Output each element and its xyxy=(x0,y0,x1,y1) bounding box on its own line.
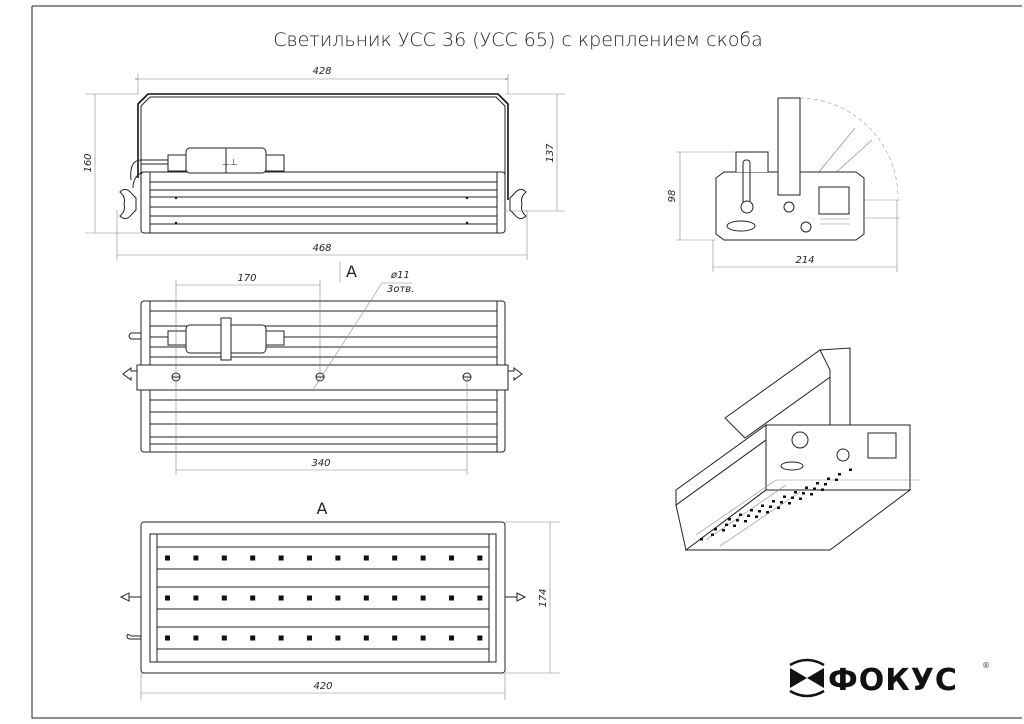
led xyxy=(477,595,483,601)
dim-428: 428 xyxy=(312,66,331,77)
iso-led xyxy=(736,519,739,522)
led xyxy=(363,595,369,601)
led xyxy=(221,555,227,561)
iso-led xyxy=(813,487,816,490)
led xyxy=(449,635,454,641)
dim-98: 98 xyxy=(667,190,678,203)
iso-led xyxy=(835,478,838,481)
led xyxy=(392,635,398,641)
led xyxy=(307,635,312,641)
iso-led xyxy=(816,482,819,485)
iso-led xyxy=(725,523,728,526)
led xyxy=(420,555,426,561)
dim-468: 468 xyxy=(312,243,331,254)
side-view: 98 214 xyxy=(667,97,900,272)
led xyxy=(250,555,256,561)
dim-340: 340 xyxy=(311,458,330,469)
iso-led xyxy=(761,504,764,507)
led xyxy=(307,595,312,601)
drawing-frame xyxy=(31,5,1022,719)
iso-led xyxy=(821,488,824,491)
iso-led xyxy=(750,509,753,512)
iso-led xyxy=(810,493,813,496)
iso-led xyxy=(714,528,717,531)
led xyxy=(193,595,199,601)
led xyxy=(250,635,256,641)
section-marker-a: A xyxy=(346,262,357,281)
isometric-view xyxy=(675,347,920,551)
iso-led-dots xyxy=(700,468,852,541)
dim-174: 174 xyxy=(538,588,549,607)
logo-text: ФОКУС xyxy=(828,663,958,698)
dim-420: 420 xyxy=(313,681,332,692)
led xyxy=(165,595,170,601)
led xyxy=(363,555,369,561)
led xyxy=(278,595,284,601)
led xyxy=(420,595,426,601)
led xyxy=(335,595,341,601)
led-grid xyxy=(165,555,483,641)
iso-led xyxy=(700,538,703,541)
iso-led xyxy=(827,477,830,480)
iso-led xyxy=(747,514,750,517)
front-view: ⊥⊥ 428 468 160 137 xyxy=(83,66,565,260)
led xyxy=(335,555,341,561)
led xyxy=(363,635,369,641)
iso-led xyxy=(849,468,852,471)
led xyxy=(477,555,483,561)
iso-led xyxy=(838,473,841,476)
iso-led xyxy=(772,500,775,503)
iso-led xyxy=(769,505,772,508)
iso-led xyxy=(788,502,791,505)
view-a-label: A xyxy=(317,499,328,518)
led xyxy=(392,555,398,561)
iso-led xyxy=(722,529,725,532)
led xyxy=(278,555,284,561)
iso-led xyxy=(802,492,805,495)
iso-led xyxy=(783,495,786,498)
iso-led xyxy=(733,524,736,527)
led xyxy=(193,635,199,641)
iso-led xyxy=(824,483,827,486)
iso-led xyxy=(728,518,731,521)
dim-214: 214 xyxy=(795,255,814,266)
iso-led xyxy=(766,511,769,514)
registered-mark: ® xyxy=(982,661,990,670)
led xyxy=(335,635,341,641)
iso-led xyxy=(799,497,802,500)
hole-diameter-note: ø11 xyxy=(390,270,410,281)
iso-led xyxy=(794,491,797,494)
dim-137: 137 xyxy=(545,143,556,163)
iso-led xyxy=(791,496,794,499)
iso-led xyxy=(711,533,714,536)
drawing-title: Светильник УСС 36 (УСС 65) с креплением … xyxy=(273,29,763,51)
iso-led xyxy=(780,501,783,504)
dim-170: 170 xyxy=(237,273,256,284)
led xyxy=(165,555,170,561)
svg-text:⊥⊥: ⊥⊥ xyxy=(222,158,238,168)
led xyxy=(165,635,170,641)
led xyxy=(420,635,426,641)
view-a: A 420 174 xyxy=(119,499,560,700)
iso-led xyxy=(739,513,742,516)
led xyxy=(449,555,454,561)
led xyxy=(221,595,227,601)
led xyxy=(193,555,199,561)
led xyxy=(392,595,398,601)
led xyxy=(250,595,256,601)
led xyxy=(307,555,312,561)
top-view: A 170 340 ø11 3отв. xyxy=(122,262,523,475)
iso-led xyxy=(758,510,761,513)
led xyxy=(477,635,483,641)
led xyxy=(221,635,227,641)
hole-count-note: 3отв. xyxy=(387,284,414,295)
iso-led xyxy=(805,486,808,489)
focus-logo: ФОКУС ® xyxy=(789,658,990,698)
led xyxy=(449,595,454,601)
iso-led xyxy=(744,520,747,523)
led xyxy=(278,635,284,641)
iso-led xyxy=(755,515,758,518)
iso-led xyxy=(777,506,780,509)
dim-160: 160 xyxy=(83,153,94,172)
